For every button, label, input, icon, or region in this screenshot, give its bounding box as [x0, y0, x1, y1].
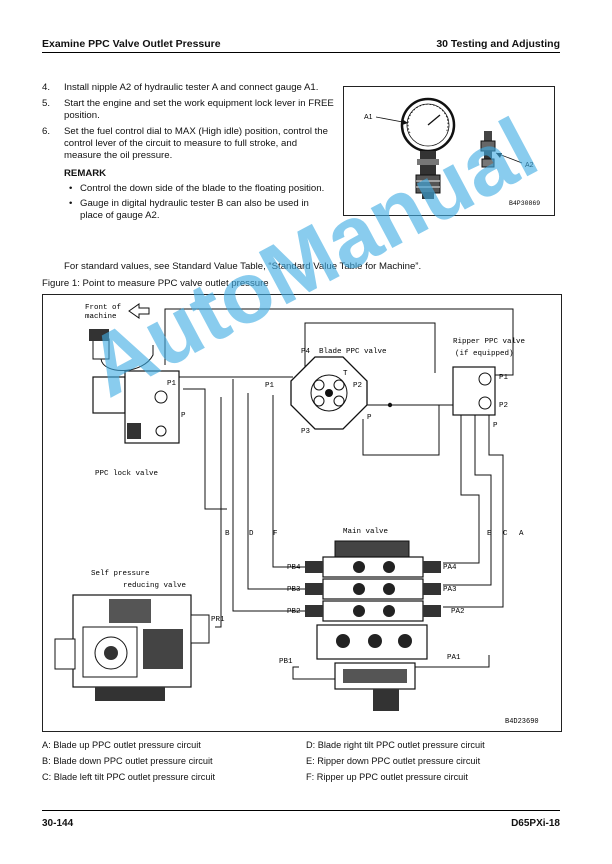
diagram-code: B4D23690: [505, 718, 539, 726]
ripper-p1-label: P1: [499, 374, 509, 382]
legend-item-a: A: Blade up PPC outlet pressure circuit: [42, 740, 201, 750]
legend-column-left: A: Blade up PPC outlet pressure circuit …: [42, 737, 215, 785]
front-label: Front of: [85, 304, 122, 312]
figure-caption: Figure 1: Point to measure PPC valve out…: [42, 278, 269, 289]
legend-column-right: D: Blade right tilt PPC outlet pressure …: [306, 737, 485, 785]
photo-code: B4P30869: [509, 200, 540, 207]
blade-p4-label: P4: [301, 348, 311, 356]
machine-label: machine: [85, 313, 117, 321]
step-number: 5.: [42, 98, 51, 109]
step-text: Set the fuel control dial to MAX (High i…: [64, 126, 328, 161]
label-a1: A1: [364, 114, 373, 121]
header-section-title: Examine PPC Valve Outlet Pressure: [42, 38, 221, 50]
model-name: D65PXi-18: [511, 818, 560, 829]
pb2-label: PB2: [287, 608, 301, 616]
arrow-front-icon: [128, 303, 150, 319]
legend-item-f: F: Ripper up PPC outlet pressure circuit: [306, 772, 468, 782]
header-rule: [42, 52, 560, 54]
step-number: 4.: [42, 82, 51, 93]
ripper-ppc-label: Ripper PPC valve: [453, 338, 525, 346]
circuit-f-label: F: [273, 530, 278, 538]
circuit-e-label: E: [487, 530, 492, 538]
step-item: 6. Set the fuel control dial to MAX (Hig…: [42, 126, 334, 162]
blade-t-label: T: [343, 370, 348, 378]
header-chapter-title: 30 Testing and Adjusting: [436, 38, 560, 50]
page-number: 30-144: [42, 818, 74, 829]
standard-value-note: For standard values, see Standard Value …: [64, 261, 422, 272]
pa3-label: PA3: [443, 586, 457, 594]
step-item: 4. Install nipple A2 of hydraulic tester…: [42, 82, 334, 94]
if-equipped-label: (if equipped): [455, 350, 514, 358]
ppc-circuit-diagram: Front of machine: [42, 294, 562, 732]
circuit-b-label: B: [225, 530, 230, 538]
blade-p-label: P: [367, 414, 372, 422]
ripper-p2-label: P2: [499, 402, 508, 410]
pr1-label: PR1: [211, 616, 225, 624]
self-pressure-label: Self pressure: [91, 570, 150, 578]
legend-item-c: C: Blade left tilt PPC outlet pressure c…: [42, 772, 216, 782]
ppc-lock-label: PPC lock valve: [95, 470, 158, 478]
main-valve: [292, 540, 490, 711]
circuit-d-label: D: [249, 530, 254, 538]
remark-bullet-text: Gauge in digital hydraulic tester B can …: [80, 198, 309, 221]
blade-p2-label: P2: [353, 382, 362, 390]
circuit-a-label: A: [519, 530, 524, 538]
procedure-steps: 4. Install nipple A2 of hydraulic tester…: [42, 82, 334, 225]
remark-bullet-text: Control the down side of the blade to th…: [80, 183, 325, 194]
reducing-valve-label: reducing valve: [123, 582, 186, 590]
ripper-p-label: P: [493, 422, 498, 430]
lock-p-label: P: [181, 412, 186, 420]
circuit-c-label: C: [503, 530, 508, 538]
main-valve-label: Main valve: [343, 528, 388, 536]
remark-bullet: •Gauge in digital hydraulic tester B can…: [69, 198, 309, 221]
footer-rule: [42, 810, 560, 812]
legend-item-d: D: Blade right tilt PPC outlet pressure …: [306, 740, 485, 750]
pa2-label: PA2: [451, 608, 465, 616]
label-a2: A2: [525, 162, 534, 169]
ppc-lock-valve: [89, 329, 180, 444]
blade-ppc-valve: [290, 356, 368, 430]
blade-ppc-label: Blade PPC valve: [319, 348, 387, 356]
pa4-label: PA4: [443, 564, 457, 572]
pa1-label: PA1: [447, 654, 461, 662]
page-header: Examine PPC Valve Outlet Pressure 30 Tes…: [42, 38, 560, 50]
remark-bullet: •Control the down side of the blade to t…: [69, 183, 325, 194]
step-number: 6.: [42, 126, 51, 137]
pb4-label: PB4: [287, 564, 301, 572]
legend-item-b: B: Blade down PPC outlet pressure circui…: [42, 756, 213, 766]
blade-p1-label: P1: [265, 382, 275, 390]
lock-p1-label: P1: [167, 380, 177, 388]
pb1-label: PB1: [279, 658, 293, 666]
remark-title: REMARK: [64, 168, 107, 179]
legend-item-e: E: Ripper down PPC outlet pressure circu…: [306, 756, 481, 766]
hydraulic-tester-illustration: A1 A2 B4P30869: [343, 86, 555, 216]
self-pressure-reducing-valve: [54, 594, 210, 701]
pb3-label: PB3: [287, 586, 301, 594]
step-text: Install nipple A2 of hydraulic tester A …: [64, 82, 319, 93]
step-item: 5. Start the engine and set the work equ…: [42, 98, 334, 122]
step-text: Start the engine and set the work equipm…: [64, 98, 334, 121]
blade-p3-label: P3: [301, 428, 311, 436]
ripper-ppc-valve: [452, 366, 496, 416]
